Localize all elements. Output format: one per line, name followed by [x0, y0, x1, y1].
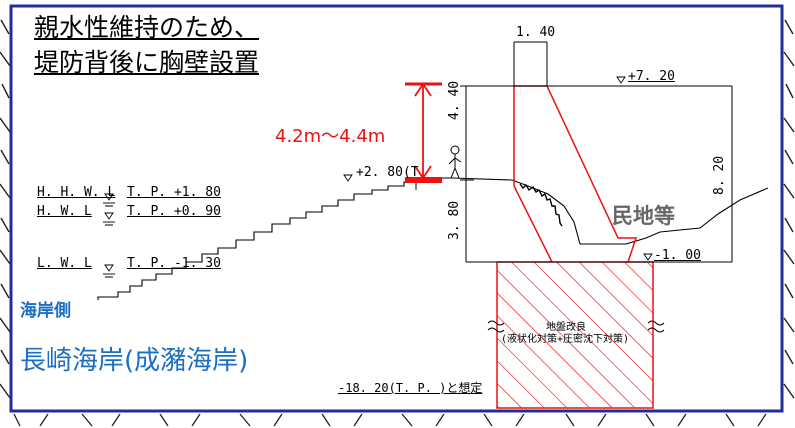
crest-level-label: +2. 80(T: [356, 165, 419, 180]
top-level-label: +7. 20: [628, 69, 675, 84]
title-line-2: 堤防背後に胸壁設置: [34, 48, 260, 77]
hwl-name: H. W. L: [37, 204, 92, 219]
border-left: [0, 19, 11, 399]
stepped-revetment: [97, 177, 513, 300]
seaside-label: 海岸側: [20, 301, 71, 321]
dim-820-label: 8. 20: [712, 155, 727, 195]
location-label: 長崎海岸(成瀦海岸): [20, 346, 249, 376]
hhwl-value: T. P. +1. 80: [127, 185, 221, 200]
level-markers: [103, 76, 653, 275]
improvement-detail: (液状化対策+圧密沈下対策): [501, 334, 630, 345]
land-ground-profile: [511, 179, 769, 245]
title-line-1: 親水性維持のため、: [34, 13, 260, 42]
levee-wall-outline: [513, 85, 638, 263]
dim-380-label: 3. 80: [447, 200, 462, 240]
border-right: [783, 19, 795, 399]
depth-note: -18. 20(T. P. )と想定: [338, 381, 483, 395]
ground-level-label: -1. 00: [654, 248, 701, 263]
break-mark-left: [487, 320, 505, 333]
border-bottom: [13, 413, 767, 427]
person-figure: [448, 145, 462, 179]
water-wave-marks: [105, 205, 113, 278]
improvement-label: 地盤改良: [546, 322, 586, 333]
diagram-frame: [9, 4, 784, 413]
lwl-value: T. P. -1. 30: [127, 256, 221, 271]
height-range-label: 4.2m～4.4m: [275, 126, 386, 147]
break-mark-right: [647, 320, 665, 333]
ground-improvement-zone: [496, 261, 654, 409]
rubble-mound: [519, 183, 563, 227]
lwl-name: L. W. L: [37, 256, 92, 271]
landside-label: 民地等: [612, 204, 675, 228]
dim-width-label: 1. 40: [516, 25, 556, 40]
dim-440-label: 4. 40: [447, 80, 462, 120]
hhwl-name: H. H. W. L: [37, 185, 116, 200]
height-indicator: [405, 82, 442, 183]
hwl-value: T. P. +0. 90: [127, 204, 221, 219]
